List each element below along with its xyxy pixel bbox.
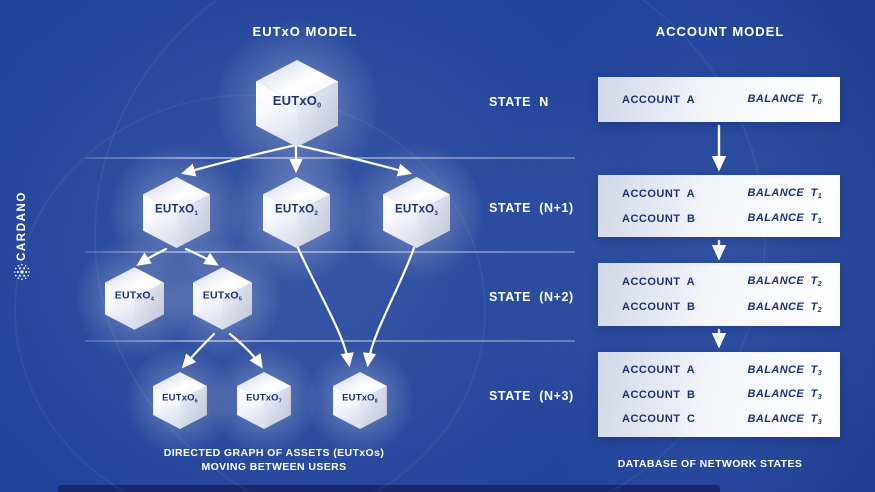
account-name: ACCOUNT B	[622, 301, 696, 314]
state-label-n3: STATE (N+3)	[489, 389, 574, 403]
account-state-box-n3: ACCOUNT A BALANCE T3 ACCOUNT B BALANCE T…	[598, 352, 840, 437]
right-panel-title: ACCOUNT MODEL	[655, 24, 785, 39]
account-state-box-n2: ACCOUNT A BALANCE T2 ACCOUNT B BALANCE T…	[598, 263, 840, 326]
bottom-bar	[58, 485, 720, 492]
account-balance: BALANCE T3	[747, 412, 822, 426]
account-balance: BALANCE T2	[747, 275, 822, 289]
account-state-box-n: ACCOUNT A BALANCE T0	[598, 77, 840, 122]
account-name: ACCOUNT A	[622, 364, 696, 376]
account-row: ACCOUNT A BALANCE T3	[598, 364, 840, 377]
account-state-box-n1: ACCOUNT A BALANCE T1 ACCOUNT B BALANCE T…	[598, 175, 840, 237]
account-row: ACCOUNT B BALANCE T1	[598, 212, 840, 225]
account-name: ACCOUNT A	[622, 187, 696, 200]
eutxo-cube-1: EUTxO1	[110, 142, 243, 283]
account-balance: BALANCE T1	[747, 212, 822, 225]
account-balance: BALANCE T3	[747, 388, 822, 401]
eutxo-cube-6: EUTxO6	[127, 344, 233, 457]
account-name: ACCOUNT A	[622, 93, 696, 106]
state-label-n2: STATE (N+2)	[489, 290, 574, 304]
account-row: ACCOUNT A BALANCE T0	[598, 93, 840, 106]
account-name: ACCOUNT B	[622, 388, 696, 401]
eutxo-cube-2: EUTxO2	[230, 142, 363, 283]
account-row: ACCOUNT A BALANCE T2	[598, 275, 840, 288]
eutxo-cube-5: EUTxO5	[164, 236, 281, 361]
cardano-wordmark: CARDANO	[16, 191, 28, 261]
eutxo-cube-3: EUTxO3	[350, 142, 483, 283]
eutxo-cube-4: EUTxO4	[76, 236, 193, 361]
account-name: ACCOUNT A	[622, 275, 696, 288]
right-panel-caption: DATABASE OF NETWORK STATES	[617, 458, 803, 470]
account-row: ACCOUNT A BALANCE T1	[598, 187, 840, 200]
account-balance: BALANCE T2	[747, 300, 822, 314]
account-row: ACCOUNT B BALANCE T2	[598, 301, 840, 314]
state-label-n: STATE N	[489, 95, 549, 109]
cardano-starburst-icon	[14, 264, 30, 280]
account-balance: BALANCE T0	[747, 93, 822, 106]
account-name: ACCOUNT B	[622, 212, 696, 225]
state-label-n1: STATE (N+1)	[489, 201, 574, 215]
account-row: ACCOUNT B BALANCE T3	[598, 388, 840, 401]
account-balance: BALANCE T3	[747, 363, 822, 377]
account-balance: BALANCE T1	[747, 187, 822, 200]
left-panel-caption: DIRECTED GRAPH OF ASSETS (EUTxOs) MOVING…	[163, 447, 385, 473]
eutxo-cube-8: EUTxO8	[307, 344, 413, 457]
account-name: ACCOUNT C	[622, 413, 696, 425]
account-row: ACCOUNT C BALANCE T3	[598, 413, 840, 426]
left-panel-title: EUTxO MODEL	[252, 24, 358, 39]
eutxo-cube-0: EUTxO0	[216, 18, 378, 189]
eutxo-cube-7: EUTxO7	[211, 344, 317, 457]
